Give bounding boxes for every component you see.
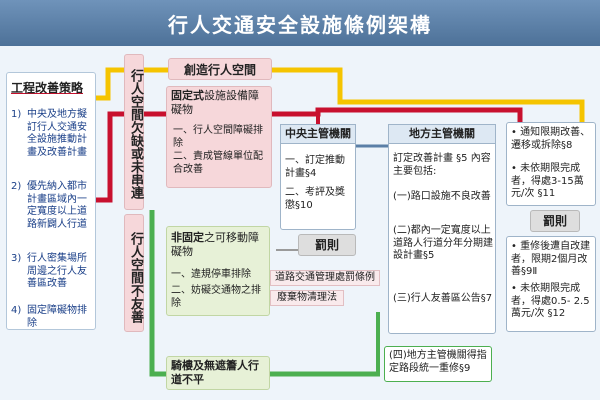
central-authority-heading: 中央主管機關 xyxy=(280,124,356,144)
penalty-label: 罰則 xyxy=(298,234,356,256)
strategy-item-num: 1) xyxy=(11,109,22,120)
strategy-item-text: 優先納入都市計畫區域內一定寬度以上道路新闢人行道 xyxy=(27,181,87,230)
strategy-item-text: 行人密集場所周邊之行人友善區改善 xyxy=(27,253,87,289)
right-panel-item: • 未依期限完成者，得處3-15萬元/次 §11 xyxy=(511,163,595,201)
penalty-law: 廢棄物清理法 xyxy=(270,290,344,306)
yellow-connector xyxy=(96,67,585,146)
nonfixed-obstacle-title-bold: 非固定 xyxy=(171,231,204,244)
right-penalty-item: • 重修後遭自改建者，限期2個月改善§9Ⅱ xyxy=(511,241,595,279)
fixed-obstacle-box: 固定式設施設備障礙物 一、行人空間障礙排除 二、責成管線單位配合改善 xyxy=(166,86,272,188)
strategy-item-text: 固定障礙物排除 xyxy=(27,305,87,329)
fixed-obstacle-item: 二、責成管線單位配合改善 xyxy=(173,151,263,175)
nonfixed-obstacle-title: 非固定之可移動障礙物 xyxy=(171,231,267,259)
bullet-icon: • xyxy=(511,163,521,174)
local-authority-item: (三)行人友善區公告§7 xyxy=(393,293,493,304)
central-authority-item: 二、考評及獎懲§10 xyxy=(285,187,345,211)
local-authority: 地方主管機關 訂定改善計畫 §5 內容主要包括: (一)路口設施不良改善 (二)… xyxy=(388,124,496,334)
penalty-law: 道路交通管理處罰條例 xyxy=(270,270,380,286)
strategy-item-num: 2) xyxy=(11,181,22,192)
right-panel-top: • 通知限期改善、遷移或拆除§8 • 未依期限完成者，得處3-15萬元/次 §1… xyxy=(506,122,596,206)
strategy-panel: 工程改善策略 1) 中央及地方擬訂行人交通安全設施推動計畫及改善計畫 2) 優先… xyxy=(6,72,96,330)
bullet-icon: • xyxy=(511,283,521,294)
category-unfriendly: 行人空間不友善 xyxy=(124,214,144,332)
local-authority-intro: 訂定改善計畫 §5 內容主要包括: xyxy=(393,153,491,177)
fixed-obstacle-title: 固定式設施設備障礙物 xyxy=(171,89,269,117)
right-panel-bottom: • 重修後遭自改建者，限期2個月改善§9Ⅱ • 未依期限完成者，得處0.5- 2… xyxy=(506,236,596,332)
central-authority-item: 一、訂定推動計畫§4 xyxy=(285,155,345,179)
central-authority: 中央主管機關 一、訂定推動計畫§4 二、考評及獎懲§10 xyxy=(280,124,356,230)
right-penalty-item-text: 未依期限完成者，得處0.5- 2.5萬元/次 §12 xyxy=(511,283,590,319)
local-authority-item: (一)路口設施不良改善 xyxy=(393,191,491,202)
nonfixed-obstacle-item: 一、違規停車排除 xyxy=(171,269,251,280)
strategy-item: 2) 優先納入都市計畫區域內一定寬度以上道路新闢人行道 xyxy=(11,181,95,231)
category-lacking: 行人空間欠缺或未串連 xyxy=(124,54,144,210)
fixed-obstacle-item: 一、行人空間障礙排除 xyxy=(173,125,263,149)
bullet-icon: • xyxy=(511,241,521,252)
bullet-icon: • xyxy=(511,127,521,138)
nonfixed-obstacle-box: 非固定之可移動障礙物 一、違規停車排除 二、妨礙交通物之排除 xyxy=(166,226,270,316)
right-penalty-item-text: 重修後遭自改建者，限期2個月改善§9Ⅱ xyxy=(511,241,591,277)
nonfixed-obstacle-item: 二、妨礙交通物之排除 xyxy=(171,285,261,309)
page-title: 行人交通安全設施條例架構 xyxy=(0,0,600,46)
right-panel-item-text: 通知限期改善、遷移或拆除§8 xyxy=(511,127,591,151)
strategy-item: 3) 行人密集場所周邊之行人友善區改善 xyxy=(11,253,95,291)
local-note: (四)地方主管機關得指定路段統一重修§9 xyxy=(384,346,492,382)
green-connector xyxy=(149,210,380,377)
local-authority-item: (二)都內一定寬度以上道路人行道分年分期建設計畫§5 xyxy=(393,225,493,261)
strategy-item: 1) 中央及地方擬訂行人交通安全設施推動計畫及改善計畫 xyxy=(11,109,95,159)
local-authority-heading: 地方主管機關 xyxy=(388,124,496,144)
strategy-heading: 工程改善策略 xyxy=(11,81,84,95)
fixed-obstacle-title-bold: 固定式 xyxy=(171,89,204,102)
right-panel-item: • 通知限期改善、遷移或拆除§8 xyxy=(511,127,595,152)
arcade-box: 騎樓及無遮簷人行道不平 xyxy=(166,356,270,390)
strategy-item-num: 3) xyxy=(11,253,22,264)
right-panel-item-text: 未依期限完成者，得處3-15萬元/次 §11 xyxy=(511,163,584,199)
fixed-obstacle-title-rest: 設施設備障礙物 xyxy=(171,89,259,116)
strategy-item-text: 中央及地方擬訂行人交通安全設施推動計畫及改善計畫 xyxy=(27,109,87,158)
strategy-item-num: 4) xyxy=(11,305,22,316)
strategy-item: 4) 固定障礙物排除 xyxy=(11,305,95,330)
create-space-box: 創造行人空間 xyxy=(168,58,272,80)
nonfixed-obstacle-title-rest: 之可移動障礙物 xyxy=(171,231,259,258)
right-penalty-label: 罰則 xyxy=(530,210,580,232)
right-penalty-item: • 未依期限完成者，得處0.5- 2.5萬元/次 §12 xyxy=(511,283,595,321)
